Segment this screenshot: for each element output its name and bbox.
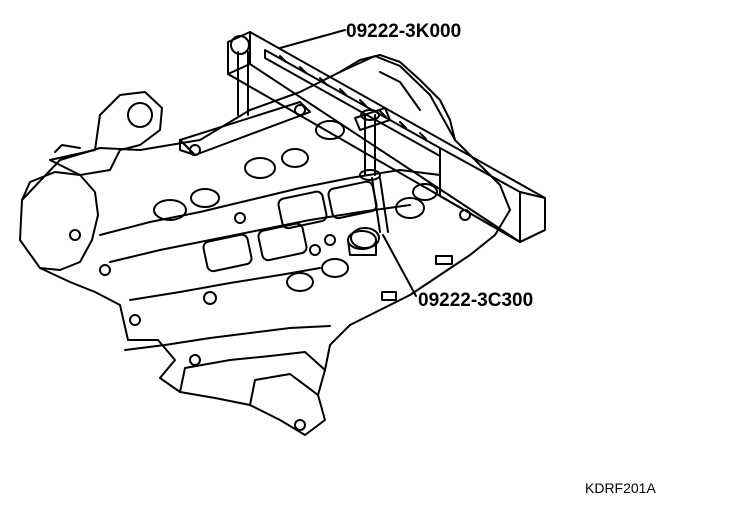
callout-valve-spring-compressor: 09222-3K000 bbox=[346, 21, 462, 42]
cylinder-head-illustration bbox=[19, 54, 511, 436]
hanger-bracket-illustration bbox=[49, 91, 163, 176]
adapter-tool-illustration bbox=[347, 177, 417, 297]
figure-code: KDRF201A bbox=[585, 480, 656, 496]
callout-adapter: 09222-3C300 bbox=[418, 290, 534, 311]
compressor-tool-illustration bbox=[179, 29, 546, 243]
